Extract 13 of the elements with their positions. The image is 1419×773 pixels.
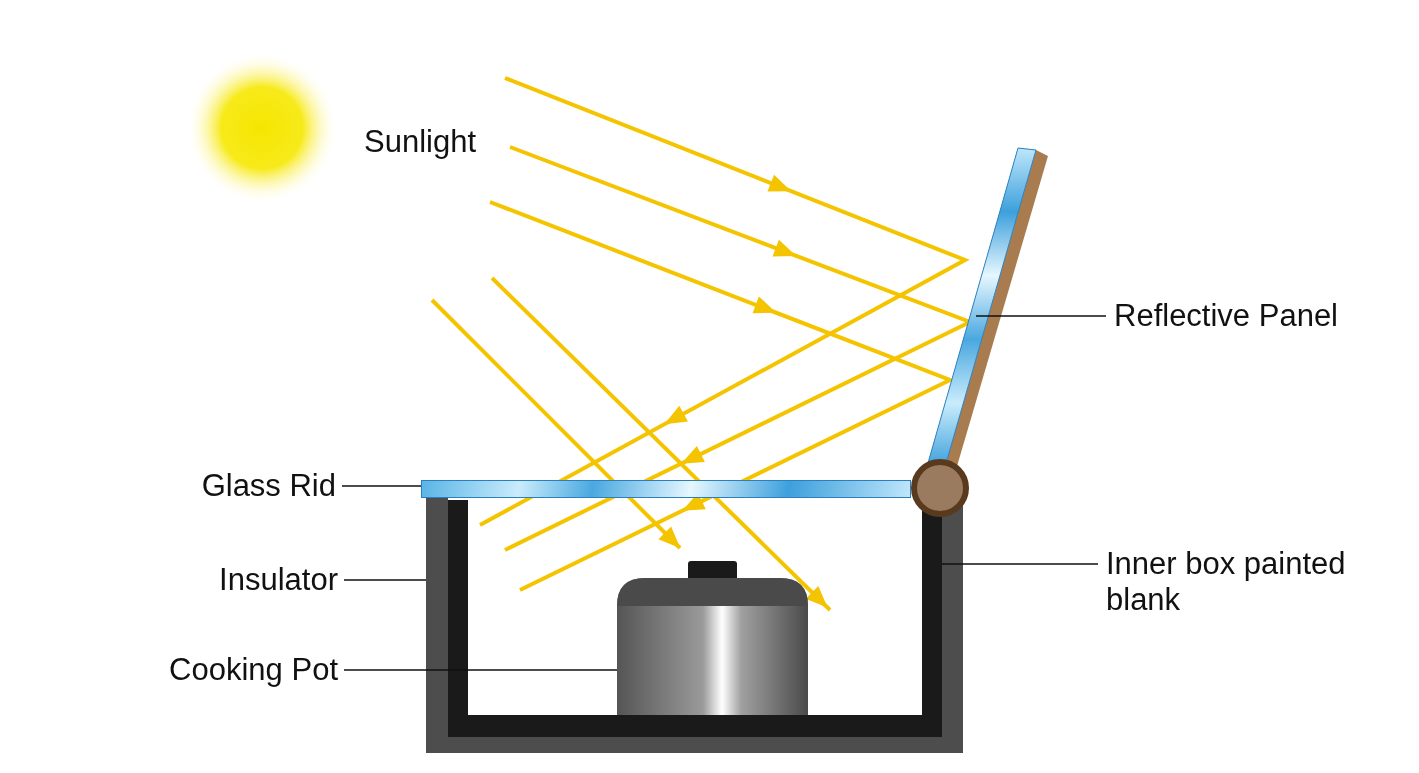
part-label: Glass Rid	[186, 468, 336, 504]
leader-line	[941, 563, 1099, 565]
leader-line	[343, 579, 427, 581]
glass-lid	[421, 480, 911, 498]
part-label: Cooking Pot	[133, 652, 338, 688]
part-label: Insulator	[188, 562, 338, 598]
sunlight-label: Sunlight	[364, 124, 477, 160]
cooking-pot-drawing	[617, 561, 808, 715]
leader-line	[975, 315, 1107, 317]
part-label: Reflective Panel	[1114, 298, 1374, 334]
part-label: Inner box painted blank	[1106, 546, 1346, 618]
leader-line	[341, 485, 422, 487]
leader-line	[343, 669, 618, 671]
